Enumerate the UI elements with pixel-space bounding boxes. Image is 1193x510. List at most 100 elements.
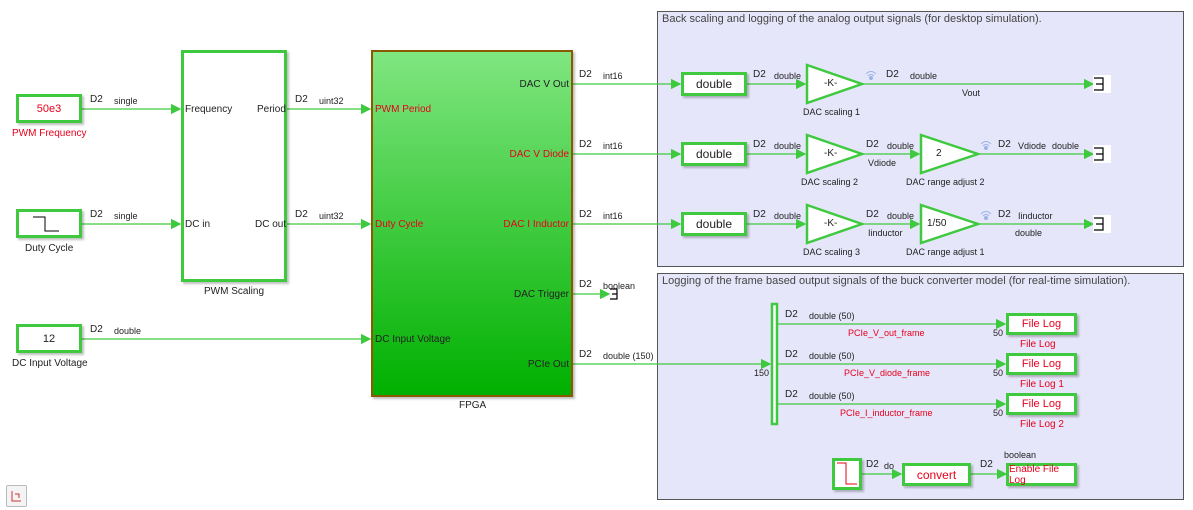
port-label: Frequency bbox=[185, 104, 233, 115]
duty-cycle-block[interactable] bbox=[16, 209, 82, 238]
data-type-conversion-block[interactable]: double bbox=[681, 142, 747, 166]
block-label: PWM Frequency bbox=[12, 128, 87, 139]
sample-time: D2 bbox=[90, 324, 103, 335]
fpga-subsystem[interactable] bbox=[371, 50, 573, 397]
block-text: double bbox=[695, 217, 733, 231]
data-type: single bbox=[114, 211, 138, 221]
sample-time: D2 bbox=[579, 209, 592, 220]
block-label: File Log 1 bbox=[1020, 379, 1064, 390]
file-log-block[interactable]: File Log bbox=[1006, 313, 1077, 335]
port-label: DC out bbox=[255, 219, 287, 230]
data-type: double bbox=[774, 211, 802, 221]
terminator-icon[interactable] bbox=[1093, 215, 1111, 233]
demux-block[interactable] bbox=[770, 302, 779, 426]
sample-time: D2 bbox=[90, 209, 103, 220]
block-label: File Log bbox=[1020, 339, 1056, 350]
dc-input-voltage-block[interactable]: 12 bbox=[16, 324, 82, 353]
signal-name: Iinductor bbox=[1018, 211, 1053, 221]
sample-time: D2 bbox=[866, 139, 879, 150]
signal-name: Vdiode bbox=[1018, 141, 1047, 151]
sample-time: D2 bbox=[90, 94, 103, 105]
sample-time: D2 bbox=[866, 459, 879, 470]
terminator-icon[interactable] bbox=[1093, 145, 1111, 163]
block-label: PWM Scaling bbox=[204, 286, 265, 297]
model-icon bbox=[11, 491, 21, 502]
gain-value: -K- bbox=[824, 78, 838, 89]
port-width: 50 bbox=[993, 328, 1004, 338]
data-type: double bbox=[114, 326, 142, 336]
pwm-scaling-subsystem[interactable] bbox=[181, 50, 287, 282]
port-label: DC in bbox=[185, 219, 211, 230]
signal-name: PCIe_V_out_frame bbox=[848, 328, 925, 338]
file-log-block[interactable]: File Log bbox=[1006, 353, 1077, 375]
gain-dac-range-adjust-1[interactable] bbox=[919, 203, 982, 245]
data-type: single bbox=[114, 96, 138, 106]
port-label: Period bbox=[257, 104, 286, 115]
block-label: Duty Cycle bbox=[25, 243, 74, 254]
gain-dac-scaling-2[interactable] bbox=[805, 133, 866, 175]
data-type: double bbox=[887, 141, 915, 151]
block-label: DAC range adjust 2 bbox=[906, 177, 985, 187]
data-type: double bbox=[887, 211, 915, 221]
pwm-frequency-block[interactable]: 50e3 bbox=[16, 94, 82, 123]
block-label: FPGA bbox=[459, 400, 487, 411]
block-text: double bbox=[695, 147, 733, 161]
sample-time: D2 bbox=[886, 69, 899, 80]
data-type: boolean bbox=[603, 281, 636, 291]
data-type: double (150) bbox=[603, 351, 654, 361]
data-type: double (50) bbox=[809, 351, 855, 361]
gain-value: 1/50 bbox=[927, 218, 947, 229]
block-text: convert bbox=[916, 467, 957, 482]
block-text: File Log bbox=[1021, 318, 1062, 330]
data-type: uint32 bbox=[319, 211, 344, 221]
sample-time: D2 bbox=[866, 209, 879, 220]
port-label: DAC V Out bbox=[519, 79, 569, 90]
block-text: File Log bbox=[1021, 358, 1062, 370]
block-label: DAC scaling 2 bbox=[801, 177, 859, 187]
sample-time: D2 bbox=[785, 309, 798, 320]
block-label: DAC scaling 1 bbox=[803, 107, 861, 117]
sample-time: D2 bbox=[998, 209, 1011, 220]
convert-block[interactable]: convert bbox=[902, 463, 971, 486]
enable-file-log-block[interactable]: Enable File Log bbox=[1006, 463, 1077, 486]
gain-dac-range-adjust-2[interactable] bbox=[919, 133, 982, 175]
data-type: double bbox=[774, 141, 802, 151]
terminator-icon[interactable] bbox=[1093, 75, 1111, 93]
gain-value: -K- bbox=[824, 218, 838, 229]
block-label: DAC range adjust 1 bbox=[906, 247, 985, 257]
sample-time: D2 bbox=[295, 94, 308, 105]
data-type-conversion-block[interactable]: double bbox=[681, 72, 747, 96]
port-width: 150 bbox=[754, 368, 770, 378]
data-type: double bbox=[1015, 228, 1043, 238]
sample-time: D2 bbox=[579, 349, 592, 360]
signal-logging-icon bbox=[865, 71, 992, 220]
terminator-icon[interactable] bbox=[610, 288, 618, 300]
sample-time: D2 bbox=[785, 349, 798, 360]
sample-time: D2 bbox=[579, 139, 592, 150]
sample-time: D2 bbox=[579, 279, 592, 290]
data-type: double (50) bbox=[809, 391, 855, 401]
step-icon bbox=[837, 462, 857, 485]
block-value: 12 bbox=[42, 332, 56, 345]
data-type: double (50) bbox=[809, 311, 855, 321]
block-label: DC Input Voltage bbox=[12, 358, 88, 369]
sample-time: D2 bbox=[785, 389, 798, 400]
file-log-block[interactable]: File Log bbox=[1006, 393, 1077, 415]
gain-dac-scaling-3[interactable] bbox=[805, 203, 866, 245]
data-type: int16 bbox=[603, 71, 623, 81]
step-block[interactable] bbox=[832, 458, 862, 490]
gain-dac-scaling-1[interactable] bbox=[805, 63, 866, 105]
gain-value: -K- bbox=[824, 148, 838, 159]
sample-time: D2 bbox=[753, 69, 766, 80]
step-icon bbox=[33, 216, 59, 231]
model-browser-button[interactable] bbox=[6, 485, 27, 507]
data-type: int16 bbox=[603, 141, 623, 151]
port-label: Duty Cycle bbox=[375, 219, 424, 230]
port-width: 50 bbox=[993, 368, 1004, 378]
port-label: DAC Trigger bbox=[513, 289, 569, 300]
data-type: do bbox=[884, 461, 895, 471]
port-label: DAC V Diode bbox=[509, 149, 569, 160]
data-type-conversion-block[interactable]: double bbox=[681, 212, 747, 236]
